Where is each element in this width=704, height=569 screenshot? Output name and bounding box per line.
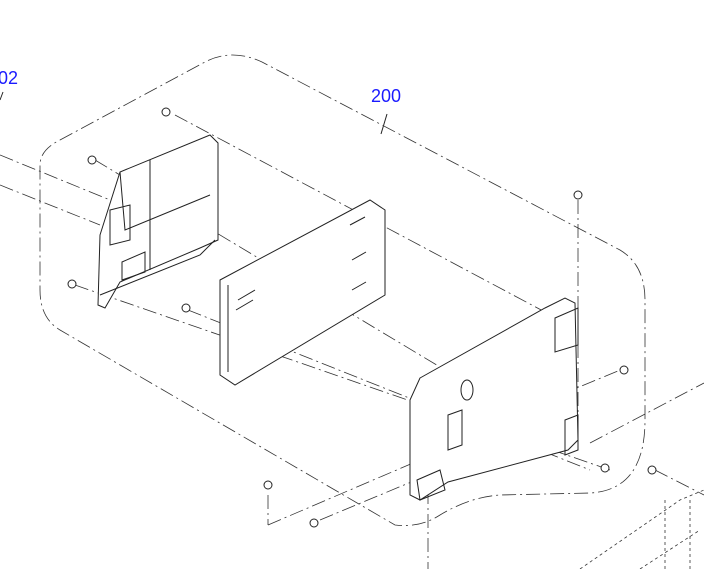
- axis-lines: [0, 114, 704, 569]
- screw-icon: [263, 480, 273, 490]
- screw-icon: [161, 107, 171, 117]
- callout-label-200: 200: [371, 86, 402, 106]
- callout-label-left: 02: [0, 68, 19, 88]
- screw-icon: [309, 518, 319, 528]
- screw-icon: [67, 279, 77, 289]
- leader-lines: [0, 91, 388, 135]
- screw-icon: [573, 190, 583, 200]
- screw-icon: [87, 155, 97, 165]
- circuit-board: [219, 199, 386, 386]
- screw-icon: [600, 463, 610, 473]
- screw-icon: [181, 303, 191, 313]
- adjacent-unit-outline: [579, 489, 704, 569]
- screw-icon: [647, 465, 657, 475]
- screw-icon: [619, 365, 629, 375]
- rear-bracket: [97, 134, 219, 309]
- front-frame: [409, 297, 579, 501]
- screws: [67, 107, 657, 528]
- assembly-boundary: [39, 54, 646, 526]
